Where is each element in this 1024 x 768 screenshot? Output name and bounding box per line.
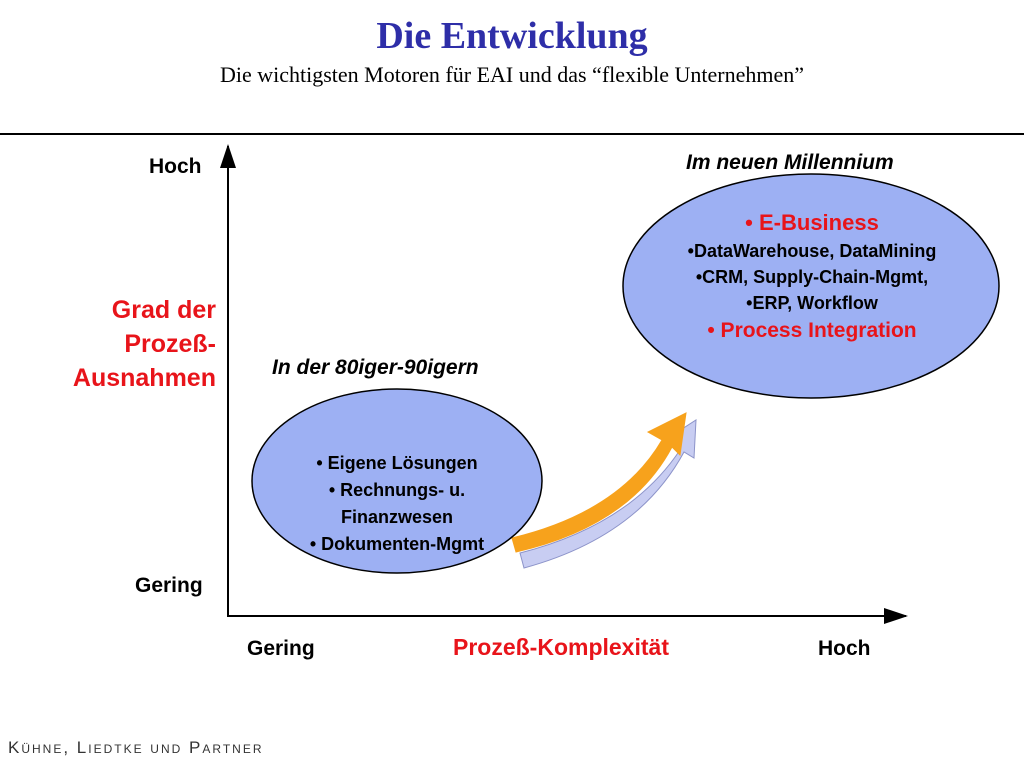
list-item: Finanzwesen (340, 507, 454, 527)
x-axis-high-label: Hoch (818, 637, 871, 660)
list-item: • Rechnungs- u. (328, 480, 466, 500)
title-divider (0, 133, 1024, 135)
era-label-past: In der 80iger-90igern (272, 356, 479, 379)
list-item: • Eigene Lösungen (316, 453, 478, 473)
era-label-future: Im neuen Millennium (686, 151, 894, 174)
page-title: Die Entwicklung (376, 15, 648, 57)
bubble-past-text: • Eigene Lösungen • Rechnungs- u. Finanz… (262, 450, 532, 558)
list-item: •CRM, Supply-Chain-Mgmt, (695, 267, 929, 287)
y-axis-low-label: Gering (135, 574, 203, 597)
y-axis-title: Grad der Prozeß- Ausnahmen (72, 296, 216, 392)
list-item: • Dokumenten-Mgmt (309, 534, 485, 554)
footer-brand: Kühne, Liedtke und Partner (8, 738, 264, 757)
list-item-highlight: • E-Business (745, 210, 879, 235)
growth-arrow (511, 412, 687, 553)
list-item: •ERP, Workflow (746, 293, 878, 313)
bubble-future (622, 173, 1000, 399)
page-subtitle: Die wichtigsten Motoren für EAI und das … (219, 62, 805, 87)
x-axis-low-label: Gering (247, 637, 315, 660)
bubble-past (251, 388, 543, 574)
list-item-highlight: • Process Integration (707, 319, 917, 342)
y-axis-high-label: Hoch (149, 155, 202, 178)
list-item: •DataWarehouse, DataMining (687, 241, 937, 261)
bubble-future-text: • E-Business •DataWarehouse, DataMining … (630, 208, 994, 346)
x-axis-title: Prozeß-Komplexität (453, 634, 669, 660)
